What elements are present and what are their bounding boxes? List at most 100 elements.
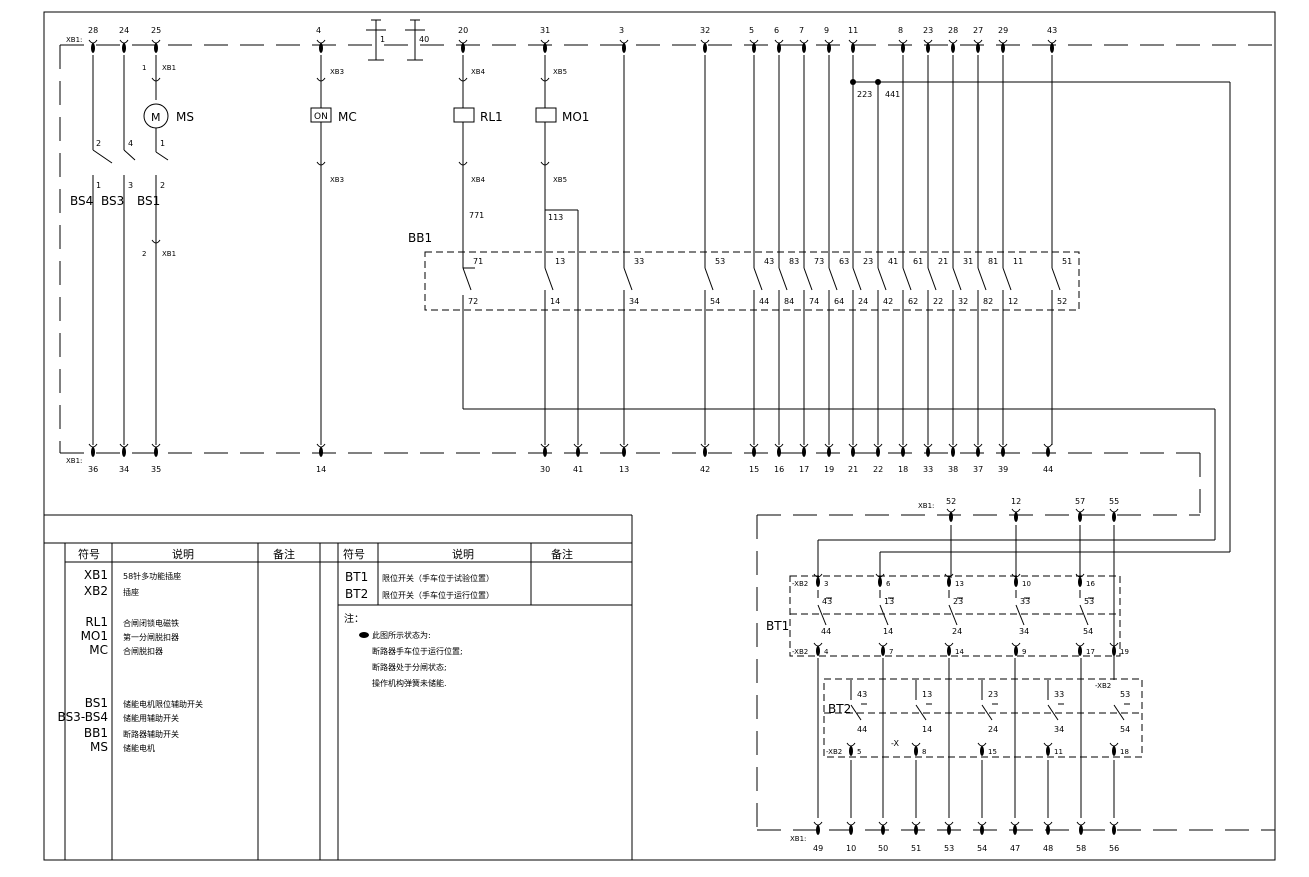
- bt1-top-terminal-label: 3: [824, 580, 828, 588]
- bt-mid-terminal: [878, 642, 888, 656]
- svg-text:4: 4: [128, 139, 133, 148]
- svg-text:-X: -X: [891, 739, 899, 748]
- top-terminal-pin: [316, 39, 326, 53]
- top-terminal-pin: [799, 39, 809, 53]
- legend-left-description: 合闸闭锁电磁铁: [123, 618, 179, 628]
- bottom-terminal-pin: [998, 443, 1008, 457]
- bb1-contact-blade: [544, 267, 554, 291]
- svg-text:MC: MC: [338, 110, 357, 124]
- ground-symbol-40: 40: [405, 19, 429, 61]
- right-bottom-terminal-label: 58: [1076, 844, 1086, 853]
- bb1-contact-top-label: 61: [913, 257, 923, 266]
- xb1-right-top-label: XB1:: [918, 502, 934, 510]
- right-bottom-terminal-pin: [1043, 821, 1053, 835]
- bottom-terminal-pin: [824, 443, 834, 457]
- bt1-contact-bottom-label: 44: [821, 627, 831, 636]
- svg-text:-XB2: -XB2: [1095, 682, 1111, 690]
- svg-text:BT2: BT2: [345, 587, 368, 601]
- bottom-terminal-label: 16: [774, 465, 784, 474]
- bt2-contact-top-label: 43: [857, 690, 867, 699]
- top-terminal-label: 8: [898, 26, 903, 35]
- right-top-terminal-pin: [1075, 508, 1085, 522]
- bt2-bottom-terminal-label: 15: [988, 748, 997, 756]
- bottom-terminal-label: 33: [923, 465, 933, 474]
- top-terminal-label: 23: [923, 26, 933, 35]
- bt1-top-terminal: [813, 573, 823, 587]
- bottom-terminal-label: 44: [1043, 465, 1053, 474]
- legend-left-symbol: MS: [90, 740, 108, 754]
- bt1-contact-top-label: 43: [822, 597, 832, 606]
- svg-text:M: M: [151, 111, 161, 124]
- bottom-terminal-pin: [774, 443, 784, 457]
- bottom-terminal-pin: [700, 443, 710, 457]
- right-top-terminal-pin: [946, 508, 956, 522]
- legend-left-description: 储能用辅助开关: [123, 713, 179, 723]
- bt1-contact-top-label: 23: [953, 597, 963, 606]
- bt-mid-terminal-label: 4: [824, 648, 829, 656]
- bb1-contact-top-label: 11: [1013, 257, 1023, 266]
- bt1-top-terminal-label: 16: [1086, 580, 1095, 588]
- bt1-top-terminal: [1011, 573, 1021, 587]
- top-terminal-label: 43: [1047, 26, 1057, 35]
- bb1-contact-top-label: 33: [634, 257, 644, 266]
- bt1-blade: [1079, 604, 1089, 626]
- bt2-blade: [915, 704, 927, 721]
- bottom-terminal-pin: [848, 443, 858, 457]
- top-terminal-label: 6: [774, 26, 779, 35]
- bb1-contact-top-label: 31: [963, 257, 973, 266]
- top-terminal-label: 7: [799, 26, 804, 35]
- svg-text:说明: 说明: [172, 547, 194, 561]
- right-bottom-terminal-pin: [1109, 821, 1119, 835]
- svg-text:断路器处于分闸状态;: 断路器处于分闸状态;: [372, 662, 447, 672]
- bottom-terminal-pin: [1043, 443, 1053, 457]
- bottom-terminal-pin: [898, 443, 908, 457]
- svg-text:XB3: XB3: [330, 176, 344, 184]
- bt1-top-terminal-label: 6: [886, 580, 891, 588]
- xb1-bottom-label: XB1:: [66, 457, 82, 465]
- svg-text:ON: ON: [314, 112, 328, 122]
- svg-text:备注: 备注: [551, 547, 573, 561]
- svg-text:RL1: RL1: [480, 110, 503, 124]
- right-bottom-terminal-label: 50: [878, 844, 888, 853]
- bb1-contact-bottom-label: 52: [1057, 297, 1067, 306]
- bb1-contact-top-label: 53: [715, 257, 725, 266]
- bottom-terminal-pin: [749, 443, 759, 457]
- bb1-contact-bottom-label: 64: [834, 297, 844, 306]
- bt2-bottom-terminal-label: 5: [857, 748, 861, 756]
- svg-text:BT1: BT1: [345, 570, 368, 584]
- svg-text:XB5: XB5: [553, 176, 567, 184]
- bt1-contact-top-label: 53: [1084, 597, 1094, 606]
- right-bottom-terminal-label: 48: [1043, 844, 1053, 853]
- bt2-bottom-terminal: [911, 742, 921, 756]
- right-bottom-terminal-pin: [813, 821, 823, 835]
- bb1-contacts: 7172131433345354434483847374636423244142…: [462, 55, 1072, 445]
- legend-area: [44, 514, 633, 860]
- bottom-terminal-label: 17: [799, 465, 809, 474]
- right-bottom-terminal-pin: [944, 821, 954, 835]
- svg-text:XB4: XB4: [471, 68, 486, 76]
- bt-mid-terminal: [1075, 642, 1085, 656]
- right-bottom-terminal-label: 49: [813, 844, 823, 853]
- bt2-contact-top-label: 23: [988, 690, 998, 699]
- bt2-contact-bottom-label: 44: [857, 725, 867, 734]
- top-terminal-pin: [1047, 39, 1057, 53]
- bottom-terminal-label: 39: [998, 465, 1008, 474]
- bb1-contact-top-label: 83: [789, 257, 799, 266]
- bb1-contact-blade: [852, 267, 862, 291]
- svg-text:2: 2: [160, 181, 165, 190]
- svg-text:此图所示状态为:: 此图所示状态为:: [372, 630, 431, 640]
- bb1-contact-top-label: 41: [888, 257, 898, 266]
- bb1-contact-top-label: 13: [555, 257, 565, 266]
- bt1-blade: [879, 604, 889, 626]
- bb1-contact-top-label: 71: [473, 257, 483, 266]
- top-terminal-label: 3: [619, 26, 624, 35]
- bt1-blade: [817, 604, 827, 626]
- svg-text:771: 771: [469, 211, 484, 220]
- bs4-label: BS4: [70, 194, 93, 208]
- top-terminal-pin: [824, 39, 834, 53]
- bottom-terminal-pin: [619, 443, 629, 457]
- svg-text:断路器手车位于运行位置;: 断路器手车位于运行位置;: [372, 646, 463, 656]
